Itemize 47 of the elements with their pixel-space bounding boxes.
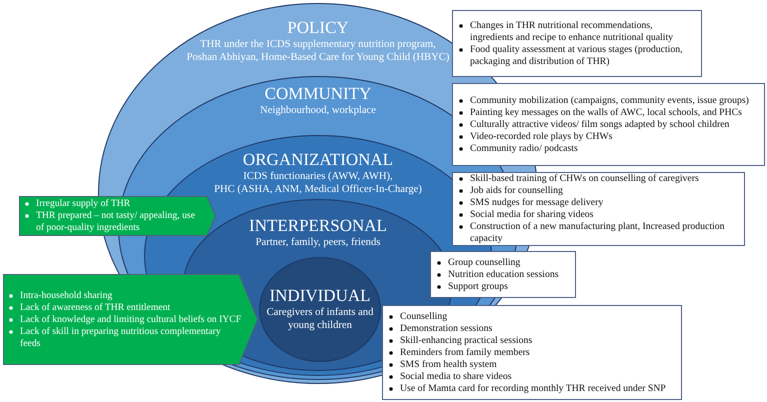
barrier-callout <box>3 274 258 365</box>
intervention-item: Community mobilization (campaigns, community events, issue groups) <box>470 94 749 106</box>
intervention-box <box>382 305 682 400</box>
intervention-item: SMS from health system <box>400 358 497 370</box>
level-ellipse <box>259 257 381 362</box>
intervention-box <box>452 172 745 246</box>
intervention-box <box>452 83 765 166</box>
intervention-item: Support groups <box>448 280 508 292</box>
level-title: ORGANIZATIONAL <box>242 150 394 170</box>
intervention-item: Video-recorded role plays by CHWs <box>470 130 612 142</box>
level-title: COMMUNITY <box>264 84 372 104</box>
intervention-item: Nutrition education sessions <box>448 268 558 280</box>
level-description: PHC (ASHA, ANM, Medical Officer-In-Charge) <box>214 183 422 196</box>
intervention-item: Community radio/ podcasts <box>470 142 578 154</box>
barrier-item: THR prepared – not tasty/ appealing, use of poor-quality ingredients <box>36 210 195 233</box>
level-description: Neighbourhood, workplace <box>260 104 376 117</box>
intervention-item: SMS nudges for message delivery <box>470 197 604 208</box>
intervention-item: Culturally attractive videos/ film songs adapted by school children <box>470 118 730 130</box>
intervention-box <box>430 251 576 298</box>
intervention-item: Counselling <box>400 310 448 322</box>
barrier-item: Intra-household sharing <box>20 290 112 300</box>
level-title: INTERPERSONAL <box>249 216 387 236</box>
level-title: INDIVIDUAL <box>269 286 371 306</box>
level-description: ICDS functionaries (AWW, AWH), <box>243 170 393 183</box>
barrier-callout <box>19 196 216 236</box>
level-description: Partner, family, peers, friends <box>256 236 380 249</box>
intervention-item: Reminders from family members <box>400 346 530 358</box>
intervention-box <box>452 10 702 77</box>
barrier-item: Irregular supply of THR <box>36 198 130 209</box>
level-description: Caregivers of infants and young children <box>266 306 374 332</box>
barrier-item: Lack of skill in preparing nutritious complementary feeds <box>20 326 221 348</box>
intervention-item: Construction of a new manufacturing plant, Increased production capacity <box>470 221 725 244</box>
intervention-item: Food quality assessment at various stages (production, packaging and distribution of THR) <box>470 44 683 66</box>
barrier-item: Lack of knowledge and limiting cultural beliefs on IYCF <box>20 314 242 324</box>
intervention-item: Skill-based training of CHWs on counselling of caregivers <box>470 173 699 184</box>
intervention-item: Changes in THR nutritional recommendations, ingredients and recipe to enhance nutritional quality <box>470 20 674 42</box>
intervention-item: Social media for sharing videos <box>470 209 594 220</box>
intervention-item: Use of Mamta card for recording monthly THR received under SNP <box>400 382 666 394</box>
intervention-item: Painting key messages on the walls of AWC, local schools, and PHCs <box>470 106 742 118</box>
barrier-item: Lack of awareness of THR entitlement <box>20 302 170 312</box>
intervention-item: Job aids for counselling <box>470 185 563 196</box>
intervention-item: Demonstration sessions <box>400 322 492 334</box>
level-description: THR under the ICDS supplementary nutrition program, Poshan Abhiyan, Home-Based Care for Young Child (HBYC) <box>186 38 450 64</box>
intervention-item: Social media to share videos <box>400 370 512 382</box>
intervention-item: Group counselling <box>448 256 520 268</box>
intervention-item: Skill-enhancing practical sessions <box>400 334 532 346</box>
level-title: POLICY <box>287 18 349 38</box>
